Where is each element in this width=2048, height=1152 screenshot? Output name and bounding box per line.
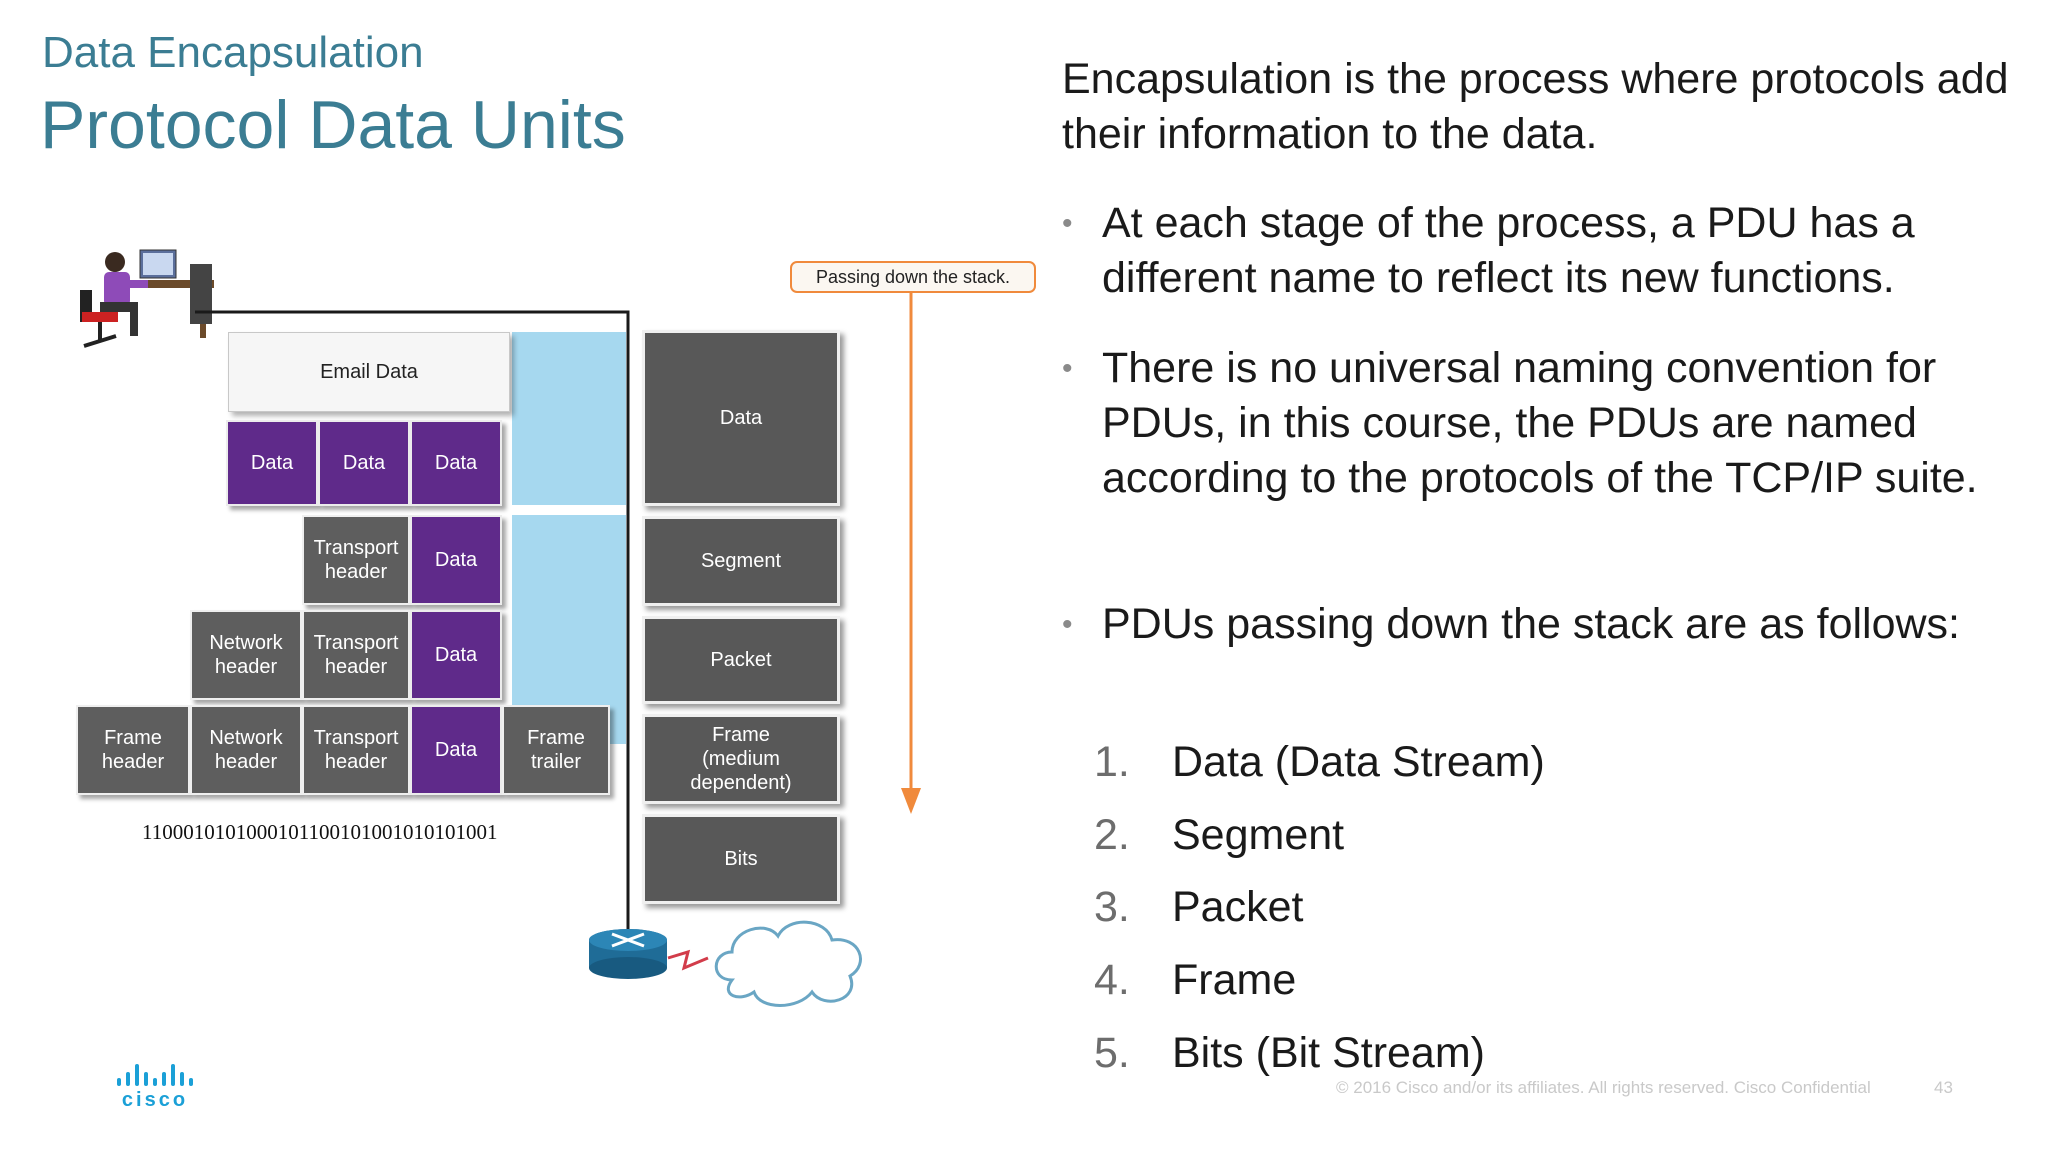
- list-number: 5.: [1094, 1029, 1130, 1077]
- bullet-text: PDUs passing down the stack are as follo…: [1102, 600, 1961, 648]
- stack-column: [512, 332, 626, 744]
- bullet-item: • PDUs passing down the stack are as fol…: [1062, 597, 2022, 652]
- encapsulation-diagram: Passing down the stack. Email Data Data …: [60, 240, 1060, 1030]
- bullet-item: • There is no universal naming conventio…: [1062, 341, 2022, 506]
- slide-subtitle: Data Encapsulation: [42, 28, 424, 77]
- intro-text: Encapsulation is the process where proto…: [1062, 55, 2009, 158]
- data-block: Data: [410, 515, 502, 605]
- bullet-dot: •: [1062, 207, 1073, 240]
- pdu-packet: Packet: [642, 616, 840, 704]
- data-block: Data: [410, 610, 502, 700]
- data-block: Data: [410, 420, 502, 506]
- list-number: 1.: [1094, 738, 1130, 786]
- bullet-item: • At each stage of the process, a PDU ha…: [1062, 196, 2022, 306]
- list-number: 4.: [1094, 956, 1130, 1004]
- page-number: 43: [1934, 1078, 1953, 1097]
- list-number: 2.: [1094, 811, 1130, 859]
- data-block: Data: [318, 420, 410, 506]
- pdu-bits: Bits: [642, 814, 840, 904]
- pdu-data: Data: [642, 330, 840, 506]
- cisco-wordmark: cisco: [121, 1089, 189, 1111]
- email-data-block: Email Data: [228, 332, 510, 412]
- list-item: 5. Bits (Bit Stream): [1094, 1026, 1485, 1081]
- pdu-frame: Frame (medium dependent): [642, 714, 840, 804]
- frame-header-block: Frame header: [76, 705, 190, 795]
- transport-header-block: Transport header: [302, 610, 410, 700]
- slide-title: Protocol Data Units: [40, 87, 626, 163]
- list-number: 3.: [1094, 883, 1130, 931]
- network-header-block: Network header: [190, 705, 302, 795]
- copyright-text: © 2016 Cisco and/or its affiliates. All …: [1336, 1078, 1871, 1097]
- cisco-logo: cisco: [110, 1064, 200, 1112]
- bullet-dot: •: [1062, 608, 1073, 641]
- list-text: Bits (Bit Stream): [1172, 1029, 1485, 1077]
- transport-header-block: Transport header: [302, 515, 410, 605]
- list-text: Packet: [1172, 883, 1304, 931]
- bullet-text: There is no universal naming convention …: [1102, 344, 1978, 502]
- list-item: 4. Frame: [1094, 953, 1296, 1008]
- list-item: 1. Data (Data Stream): [1094, 735, 1545, 790]
- frame-trailer-block: Frame trailer: [502, 705, 610, 795]
- stack-gap: [512, 505, 626, 515]
- data-block: Data: [226, 420, 318, 506]
- data-block: Data: [410, 705, 502, 795]
- list-text: Frame: [1172, 956, 1297, 1004]
- list-text: Data (Data Stream): [1172, 738, 1545, 786]
- bullet-dot: •: [1062, 352, 1073, 385]
- diagram-lines: [80, 249, 921, 1007]
- cisco-bars-icon: [110, 1064, 200, 1086]
- pdu-segment: Segment: [642, 516, 840, 606]
- bullet-text: At each stage of the process, a PDU has …: [1102, 199, 1915, 302]
- list-item: 2. Segment: [1094, 808, 1344, 863]
- network-cloud-icon: [714, 920, 862, 1007]
- transport-header-block: Transport header: [302, 705, 410, 795]
- user-at-computer-icon: [80, 249, 214, 348]
- bitstream-text: 1100010101000101100101001010101001: [142, 820, 498, 844]
- router-icon: [589, 929, 667, 979]
- network-header-block: Network header: [190, 610, 302, 700]
- list-text: Segment: [1172, 811, 1345, 859]
- list-item: 3. Packet: [1094, 880, 1303, 935]
- callout-label: Passing down the stack.: [790, 261, 1036, 293]
